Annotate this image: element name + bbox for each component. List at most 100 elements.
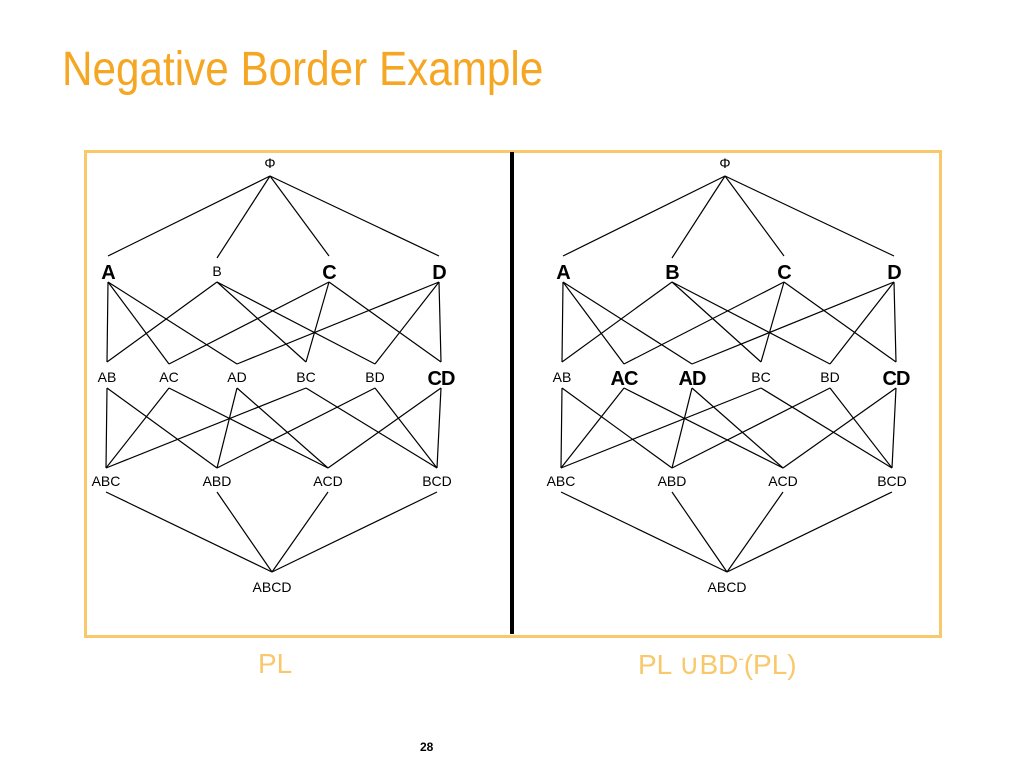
edge-D-BD <box>829 281 895 365</box>
edge-D-CD <box>893 281 897 363</box>
node-ac: AC <box>611 368 638 390</box>
slide-title: Negative Border Example <box>62 43 544 96</box>
edge-C-BC <box>760 281 785 363</box>
node-bcd: BCD <box>422 473 452 489</box>
node-acd: ACD <box>313 473 343 489</box>
caption-right: PL ∪BD-(PL) <box>638 648 797 681</box>
edge-phi-B <box>216 175 271 259</box>
edge-BC-ABC <box>105 387 307 469</box>
edge-BC-BCD <box>305 387 438 469</box>
edge-B-BD <box>216 281 376 365</box>
edge-AD-ABD <box>216 387 238 469</box>
node-ac: AC <box>159 369 178 385</box>
node-bd: BD <box>365 369 384 385</box>
edge-C-CD <box>783 281 897 363</box>
edge-BD-BCD <box>374 387 438 469</box>
edge-CD-BCD <box>891 387 897 469</box>
edge-D-AD <box>691 281 895 365</box>
edge-AB-ABC <box>560 387 563 469</box>
edge-A-AD <box>562 281 693 365</box>
node-abc: ABC <box>92 473 121 489</box>
edge-BC-ABC <box>560 387 762 469</box>
edge-CD-BCD <box>436 387 442 469</box>
edge-D-BD <box>374 281 440 365</box>
edge-CD-ACD <box>782 387 897 469</box>
edge-phi-C <box>724 175 785 257</box>
node-phi: Φ <box>264 155 275 171</box>
edge-D-CD <box>438 281 442 363</box>
edge-AD-ACD <box>691 387 784 469</box>
node-acd: ACD <box>768 473 798 489</box>
edge-AB-ABC <box>105 387 108 469</box>
edge-BD-ABD <box>671 387 831 469</box>
edge-AB-ABD <box>561 387 673 469</box>
node-c: C <box>322 262 336 284</box>
edge-B-AB <box>561 281 673 363</box>
edge-B-BC <box>216 281 307 363</box>
node-a: A <box>556 262 570 284</box>
node-cd: CD <box>428 368 455 390</box>
edge-phi-B <box>671 175 726 259</box>
node-bc: BC <box>296 369 315 385</box>
edge-BD-BCD <box>829 387 893 469</box>
edge-A-AC <box>107 281 170 365</box>
edge-AD-ABD <box>671 387 693 469</box>
caption-right-sup: - <box>738 650 744 668</box>
edge-ACD-ABCD <box>726 491 784 573</box>
node-ab: AB <box>553 369 572 385</box>
edge-C-CD <box>328 281 442 363</box>
node-b: B <box>665 262 679 284</box>
edge-D-AD <box>236 281 440 365</box>
edge-A-AB <box>561 281 564 363</box>
edge-C-BC <box>305 281 330 363</box>
node-a: A <box>101 262 115 284</box>
node-phi: Φ <box>719 155 730 171</box>
edge-phi-D <box>269 175 440 257</box>
page-number: 28 <box>420 740 434 754</box>
edge-B-BC <box>671 281 762 363</box>
node-abcd: ABCD <box>708 579 747 595</box>
edge-ACD-ABCD <box>271 491 329 573</box>
node-abc: ABC <box>547 473 576 489</box>
edge-AD-ACD <box>236 387 329 469</box>
node-abcd: ABCD <box>253 579 292 595</box>
edge-A-AB <box>106 281 109 363</box>
edge-AC-ACD <box>168 387 329 469</box>
edge-AB-ABD <box>106 387 218 469</box>
edge-phi-A <box>107 175 271 257</box>
node-cd: CD <box>883 368 910 390</box>
edge-C-AC <box>623 281 785 365</box>
node-bc: BC <box>751 369 770 385</box>
caption-left: PL <box>258 648 293 679</box>
node-ad: AD <box>679 368 706 390</box>
edge-ABD-ABCD <box>671 491 728 573</box>
edge-BC-BCD <box>760 387 893 469</box>
node-abd: ABD <box>203 473 232 489</box>
node-d: D <box>432 262 446 284</box>
node-ab: AB <box>98 369 117 385</box>
edge-ABC-ABCD <box>560 491 728 573</box>
node-bd: BD <box>820 369 839 385</box>
edge-AC-ACD <box>623 387 784 469</box>
edge-phi-C <box>269 175 330 257</box>
edge-AC-ABC <box>560 387 625 469</box>
node-d: D <box>887 262 901 284</box>
edge-phi-D <box>724 175 895 257</box>
edge-B-AB <box>106 281 218 363</box>
edge-A-AC <box>562 281 625 365</box>
node-ad: AD <box>227 369 246 385</box>
edge-AC-ABC <box>105 387 170 469</box>
edge-BCD-ABCD <box>726 491 893 573</box>
edge-BD-ABD <box>216 387 376 469</box>
caption-right-main: PL ∪BD <box>638 649 739 680</box>
panel-divider <box>510 152 514 634</box>
edge-ABC-ABCD <box>105 491 273 573</box>
node-bcd: BCD <box>877 473 907 489</box>
edge-CD-ACD <box>327 387 442 469</box>
node-abd: ABD <box>658 473 687 489</box>
node-b: B <box>212 263 221 279</box>
edge-A-AD <box>107 281 238 365</box>
edge-B-BD <box>671 281 831 365</box>
